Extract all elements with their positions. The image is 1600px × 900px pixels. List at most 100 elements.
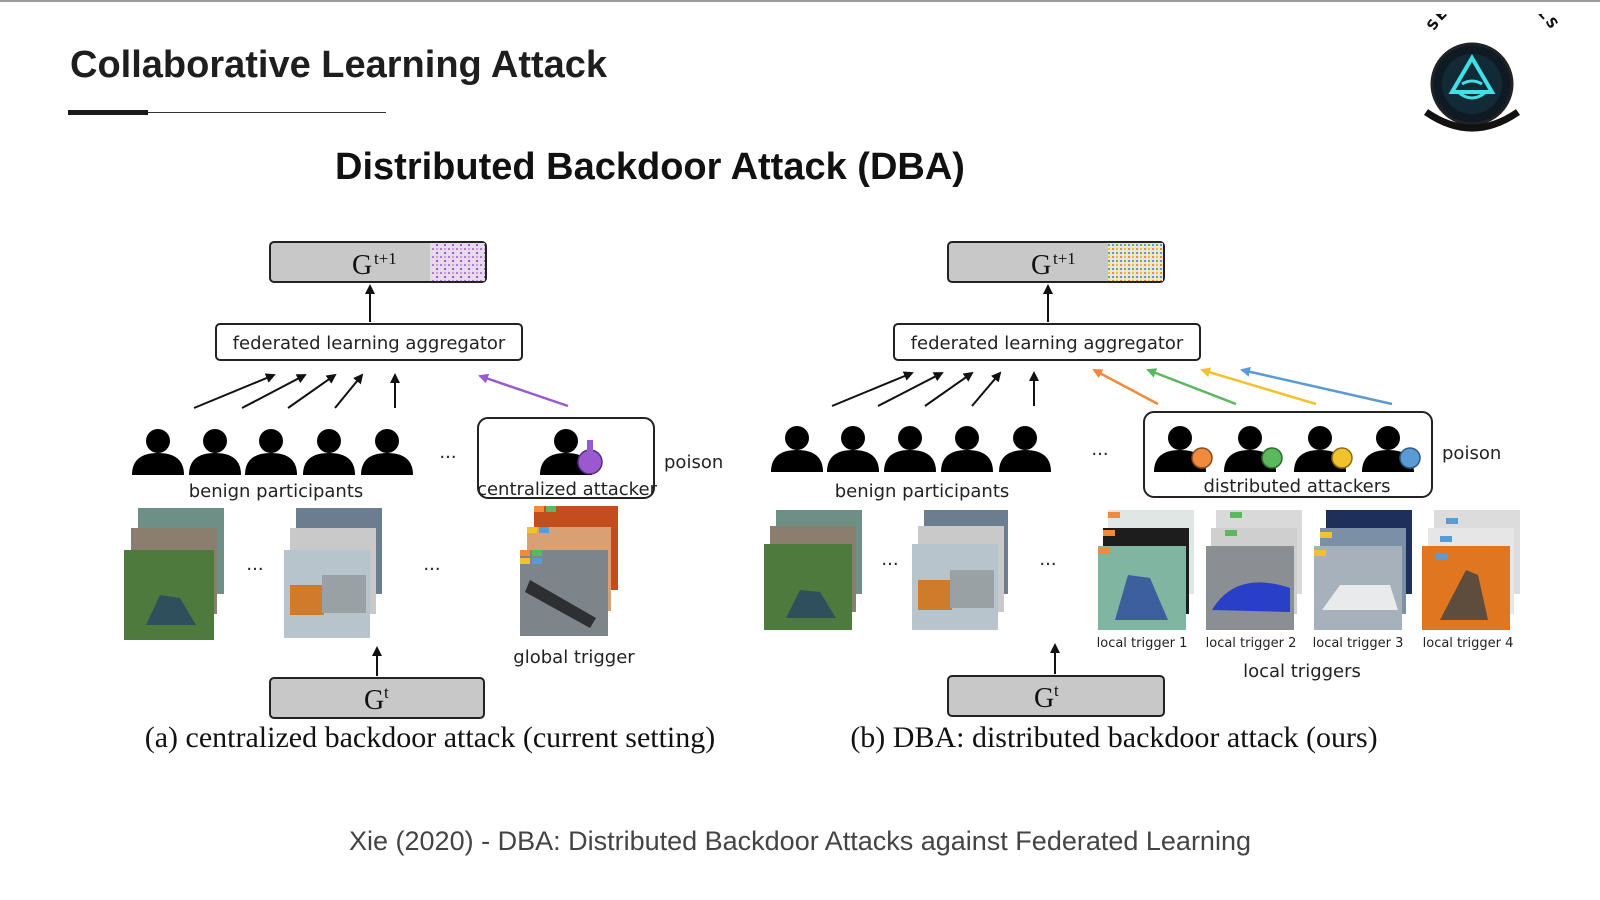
benign-truck-stack-b bbox=[912, 510, 1008, 630]
deer-shape bbox=[786, 590, 836, 618]
poison-flask-yellow-icon bbox=[1331, 447, 1353, 469]
trigger-patch-orange bbox=[1098, 548, 1110, 554]
ship-shape bbox=[1322, 585, 1398, 610]
poison-arrow-green bbox=[1146, 368, 1237, 406]
poison-flask-blue-icon bbox=[1399, 447, 1421, 469]
ellipsis-b-img2: ··· bbox=[1039, 554, 1056, 575]
truck-cab-shape bbox=[918, 580, 952, 610]
trigger-patch-green bbox=[1230, 512, 1242, 518]
citation: Xie (2020) - DBA: Distributed Backdoor A… bbox=[349, 826, 1251, 856]
person-icon bbox=[827, 426, 879, 472]
update-arrow-a1 bbox=[193, 373, 276, 409]
local-trigger-3-stack bbox=[1314, 510, 1412, 630]
poison-arrow-yellow bbox=[1200, 367, 1317, 406]
g-current-sup-b: t bbox=[1054, 681, 1059, 700]
dog-shape bbox=[1115, 575, 1168, 620]
attackers-box-b bbox=[1143, 411, 1433, 498]
benign-truck-stack-a bbox=[284, 508, 382, 638]
benign-participants-a bbox=[132, 429, 413, 475]
trigger-patch-blue bbox=[1436, 554, 1448, 560]
benign-deer-stack-a bbox=[124, 508, 224, 640]
trigger-patch-yellow bbox=[1320, 532, 1332, 538]
person-icon bbox=[999, 426, 1051, 472]
trigger-patch-blue bbox=[1446, 518, 1458, 524]
update-arrow-b3 bbox=[924, 371, 974, 407]
local-trigger-2-stack bbox=[1206, 510, 1302, 630]
poison-flask-green-icon bbox=[1261, 447, 1283, 469]
benign-label-b: benign participants bbox=[835, 481, 1010, 502]
top-rule bbox=[0, 0, 1600, 2]
global-model-current-box-b bbox=[947, 675, 1165, 717]
person-icon bbox=[303, 429, 355, 475]
person-icon bbox=[941, 426, 993, 472]
truck-trailer-shape bbox=[322, 575, 366, 613]
poisoned-stack-a bbox=[520, 506, 618, 636]
attacker-label-a: centralized attacker bbox=[477, 479, 657, 500]
trigger-patch-blue bbox=[1440, 536, 1452, 542]
caption-b: (b) DBA: distributed backdoor attack (ou… bbox=[850, 721, 1377, 754]
truck-trailer-shape bbox=[950, 570, 994, 608]
g-current-sup-a: t bbox=[384, 683, 389, 702]
poison-arrow-orange bbox=[1092, 368, 1159, 406]
poisoned-noise-a bbox=[430, 243, 485, 281]
deer-shape bbox=[146, 595, 196, 625]
poison-flask-orange-icon bbox=[1191, 447, 1213, 469]
caption-a: (a) centralized backdoor attack (current… bbox=[145, 721, 716, 754]
secsurenx-logo: SECSURENX LS bbox=[1424, 14, 1560, 132]
trigger-patch-yellow bbox=[1314, 550, 1326, 556]
poisoned-object-shape bbox=[525, 580, 596, 628]
update-arrow-a4 bbox=[334, 373, 364, 409]
global-model-current-box-a bbox=[269, 677, 485, 719]
g-current-letter-a: G bbox=[364, 685, 384, 716]
benign-deer-stack-b bbox=[764, 510, 862, 630]
update-arrow-a2 bbox=[241, 374, 307, 409]
trigger-patch-green bbox=[1225, 530, 1237, 536]
local-trigger-4-label: local trigger 4 bbox=[1423, 636, 1514, 651]
poison-arrow-a bbox=[478, 373, 569, 408]
slide-subtitle: Distributed Backdoor Attack (DBA) bbox=[335, 146, 965, 188]
title-underline bbox=[68, 112, 386, 113]
ellipsis-b-people: ··· bbox=[1091, 444, 1108, 465]
global-trigger-pattern bbox=[520, 506, 556, 564]
update-arrow-b4 bbox=[971, 371, 1002, 407]
slide-title: Collaborative Learning Attack bbox=[70, 44, 608, 86]
aggregator-label-a: federated learning aggregator bbox=[233, 333, 506, 354]
g-next-letter-a: G bbox=[352, 250, 372, 281]
g-next-sup-a: t+1 bbox=[374, 249, 397, 268]
poison-label-a: poison bbox=[664, 452, 723, 473]
update-arrow-a3 bbox=[287, 373, 337, 409]
person-icon bbox=[189, 429, 241, 475]
bird-shape bbox=[1440, 570, 1488, 620]
local-trigger-1-label: local trigger 1 bbox=[1097, 636, 1188, 651]
local-triggers-label: local triggers bbox=[1243, 661, 1361, 682]
local-trigger-4-stack bbox=[1422, 510, 1520, 630]
person-icon bbox=[361, 429, 413, 475]
truck-cab-shape bbox=[290, 585, 324, 615]
person-icon bbox=[132, 429, 184, 475]
person-icon bbox=[771, 426, 823, 472]
ellipsis-a-img2: ··· bbox=[423, 559, 440, 580]
person-icon bbox=[884, 426, 936, 472]
aggregator-label-b: federated learning aggregator bbox=[911, 333, 1184, 354]
poison-label-b: poison bbox=[1442, 443, 1501, 464]
person-icon bbox=[245, 429, 297, 475]
title-underline-accent bbox=[68, 110, 148, 115]
poisoned-noise-b bbox=[1108, 243, 1163, 281]
poison-arrow-blue bbox=[1240, 366, 1393, 406]
panel-b: G t+1 federated learning aggregator ··· … bbox=[764, 241, 1520, 754]
update-arrow-b2 bbox=[877, 372, 944, 407]
benign-label-a: benign participants bbox=[189, 481, 364, 502]
car-shape bbox=[1212, 582, 1290, 612]
attackers-label-b: distributed attackers bbox=[1203, 476, 1390, 497]
aggregator-box-b bbox=[893, 323, 1201, 361]
global-trigger-label: global trigger bbox=[513, 647, 635, 668]
poison-flask-icon bbox=[577, 449, 603, 475]
trigger-patch-orange bbox=[1103, 530, 1115, 536]
ellipsis-a-people: ··· bbox=[439, 447, 456, 468]
benign-participants-b bbox=[771, 426, 1051, 472]
g-next-letter-b: G bbox=[1031, 250, 1051, 281]
g-current-letter-b: G bbox=[1034, 683, 1054, 714]
panel-a: G t+1 federated learning aggregator ··· … bbox=[124, 241, 723, 754]
deer-image bbox=[124, 550, 214, 640]
